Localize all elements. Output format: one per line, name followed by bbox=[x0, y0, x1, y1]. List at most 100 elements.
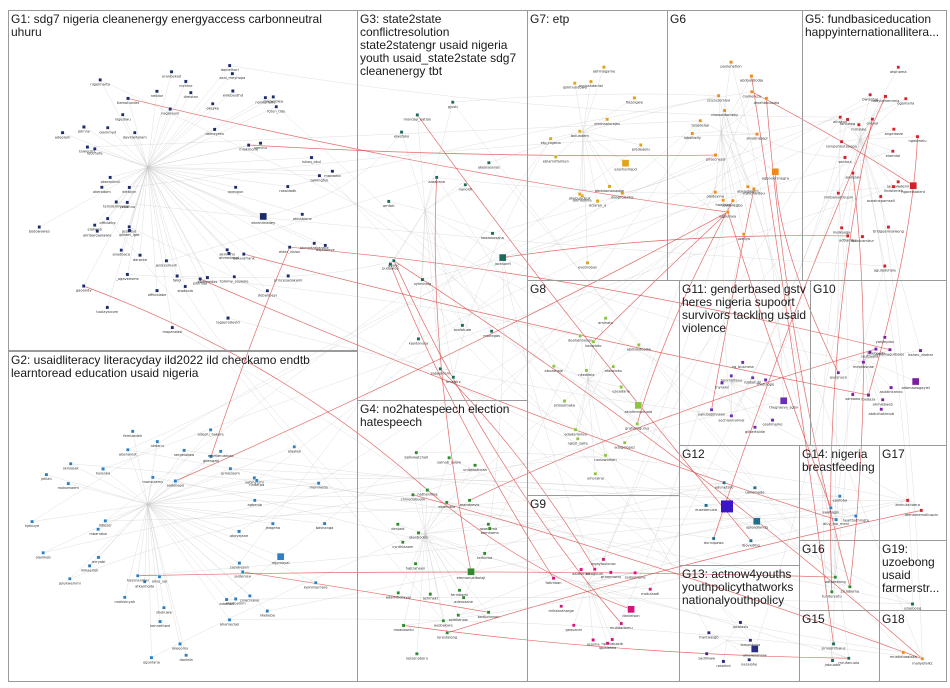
node-kaowloto[interactable]: kaowloto bbox=[585, 339, 601, 348]
node-okebuachuk[interactable]: okebuachuk bbox=[569, 192, 592, 201]
node-erinozoom[interactable]: erinozoom bbox=[221, 466, 240, 475]
node-rossidadk[interactable]: rossidadk bbox=[279, 184, 297, 193]
node-mlakmorie[interactable]: mlakmorie bbox=[239, 143, 259, 152]
node-ebanubia[interactable]: ebanubia bbox=[438, 500, 455, 509]
node-oranbekad[interactable]: oranbekad bbox=[162, 70, 181, 78]
node-eusedenuza[interactable]: eusedenuza bbox=[695, 503, 717, 512]
node-abaladvasm[interactable]: abaladvasm bbox=[737, 184, 759, 193]
node-adamsh[interactable]: adamsh bbox=[219, 597, 234, 606]
node-nkekeba[interactable]: nkekeba bbox=[260, 609, 275, 618]
node-dameyeks[interactable]: dameyeks bbox=[205, 127, 224, 136]
node-nonkeriafie[interactable]: nonkeriafie bbox=[255, 95, 276, 104]
node-matulogo[interactable]: matulogo bbox=[757, 378, 774, 387]
node-jocolasis[interactable]: jocolasis bbox=[732, 620, 748, 629]
node-simoonthaluz[interactable]: simoonthaluz bbox=[821, 642, 846, 650]
node-mokomaem[interactable]: mokomaem bbox=[58, 481, 80, 490]
node-azanha[interactable]: azanha bbox=[587, 638, 600, 647]
node-hassnanmal[interactable]: hassnanmal bbox=[127, 573, 149, 582]
node-danielhorl[interactable]: danielhorl bbox=[221, 63, 239, 72]
node-helenka[interactable]: helenka bbox=[96, 467, 110, 476]
node-yanjeiplan[interactable]: yanjeiplan bbox=[876, 335, 895, 344]
node-aadebayo[interactable]: aadebayo bbox=[167, 479, 185, 488]
node-uploadiandg[interactable]: uploadiandg bbox=[746, 517, 768, 530]
node-ahmiebaeb[interactable]: ahmiebaeb bbox=[873, 398, 894, 406]
hub-node-g12[interactable] bbox=[721, 500, 733, 513]
node-manwebi[interactable]: manwebi bbox=[324, 169, 341, 178]
node-geovanni[interactable]: geovanni bbox=[566, 623, 583, 632]
node-femizadeh[interactable]: femizadeh bbox=[123, 429, 142, 438]
node-zazuhesan[interactable]: zazuhesan bbox=[230, 561, 249, 570]
node-daaprojector[interactable]: daaprojector bbox=[611, 191, 634, 200]
node-muhdadamu[interactable]: muhdadamu bbox=[610, 621, 633, 630]
node-tosadelay[interactable]: tosadelay bbox=[691, 118, 710, 127]
node-fiazoigwe[interactable]: fiazoigwe bbox=[626, 96, 644, 105]
node-zzaakane[interactable]: zzaakane bbox=[428, 175, 446, 184]
node-ahmadzakarane[interactable]: ahmadzakarane bbox=[300, 241, 330, 250]
node-ebafinedas[interactable]: ebafinedas bbox=[198, 275, 218, 284]
node-nigelmarta[interactable]: nigelmarta bbox=[90, 78, 110, 87]
node-otaemlindi[interactable]: otaemlindi bbox=[101, 175, 120, 184]
node-noriowomen[interactable]: noriowomen bbox=[594, 453, 617, 462]
node-bolivwatchall[interactable]: bolivwatchall bbox=[405, 450, 429, 459]
node-emmanuelnao[interactable]: emmanuelnao bbox=[208, 449, 234, 458]
node-nabylamemmia[interactable]: nabylamemmia bbox=[871, 94, 899, 103]
node-abdulodeadw[interactable]: abdulodeadw bbox=[627, 343, 651, 352]
node-adunetsilo[interactable]: adunetsilo bbox=[715, 480, 734, 489]
node-bedijohnson[interactable]: bedijohnson bbox=[478, 610, 500, 619]
node-nimbalsutdrupin[interactable]: nimbalsutdrupin bbox=[824, 191, 853, 200]
node-darocke[interactable]: darocke bbox=[133, 253, 148, 262]
node-danielson[interactable]: danielson bbox=[622, 605, 640, 618]
node-bridgeamsaweng[interactable]: bridgeamsaweng bbox=[873, 225, 904, 234]
node-davidwhyiam[interactable]: davidwhyiam bbox=[123, 130, 147, 139]
node-elomdal[interactable]: elomdal bbox=[886, 149, 900, 158]
node-pudoaloo[interactable]: pudoaloo bbox=[382, 262, 399, 271]
node-unitedafrican[interactable]: unitedafrican bbox=[463, 463, 487, 472]
node-abanaviot[interactable]: abanaviot bbox=[119, 448, 137, 456]
node-samawa[interactable]: samawa bbox=[845, 392, 860, 401]
node-evetirobas[interactable]: evetirobas bbox=[578, 261, 597, 269]
node-ommaolurajes[interactable]: ommaolurajes bbox=[594, 117, 620, 126]
node-ibadaza[interactable]: ibadaza bbox=[861, 393, 875, 402]
node-olanbodos[interactable]: olanbodos bbox=[409, 531, 428, 540]
node-ozeliya[interactable]: ozeliya bbox=[737, 232, 750, 241]
node-bonmolhlau[interactable]: bonmolhlau bbox=[721, 374, 742, 382]
node-aqbonorsnegra[interactable]: aqbonorsnegra bbox=[762, 168, 789, 180]
node-officialabe[interactable]: officialabe bbox=[148, 288, 167, 297]
node-pnacreeve[interactable]: pnacreeve bbox=[240, 594, 260, 603]
node-terkuma[interactable]: terkuma bbox=[477, 551, 492, 560]
node-amehbouladia[interactable]: amehbouladia bbox=[754, 96, 780, 105]
node-tiamotundet[interactable]: tiamotundet bbox=[117, 96, 140, 105]
node-abdouldiodja[interactable]: abdouldiodja bbox=[740, 74, 763, 83]
node-nkdanu[interactable]: nkdanu bbox=[151, 439, 164, 448]
node-elaefoko[interactable]: elaefoko bbox=[394, 130, 409, 139]
node-gjusti[interactable]: gjusti bbox=[448, 100, 458, 109]
node-nkedoalnm[interactable]: nkedoalnm bbox=[226, 597, 246, 606]
node-oladoyina[interactable]: oladoyina bbox=[706, 190, 724, 199]
node-jelukwemmi[interactable]: jelukwemmi bbox=[58, 577, 81, 585]
node-eseadana[interactable]: eseadana bbox=[612, 385, 630, 394]
node-monday_nation[interactable]: monday_nation bbox=[403, 113, 431, 122]
node-asiatinkanno[interactable]: asiatinkanno bbox=[880, 385, 903, 394]
node-yakubajohnson[interactable]: yakubajohnson bbox=[698, 407, 725, 416]
node-alhakun[interactable]: alhakun bbox=[833, 115, 847, 124]
node-zzuabema[interactable]: zzuabema bbox=[841, 585, 859, 593]
node-njabatubi[interactable]: njabatubi bbox=[744, 376, 761, 384]
node-zabaokiem[interactable]: zabaokiem bbox=[431, 367, 451, 375]
node-aamhoma[interactable]: aamhoma bbox=[481, 526, 499, 535]
node-dejadaoye[interactable]: dejadaoye bbox=[316, 243, 336, 252]
node-mozanblea[interactable]: mozanblea bbox=[263, 95, 283, 104]
node-akinfemi[interactable]: akinfemi bbox=[219, 248, 235, 256]
node-ngeomelu[interactable]: ngeomelu bbox=[909, 134, 927, 143]
node-okeeomy[interactable]: okeeomy bbox=[172, 642, 189, 651]
node-emepirz[interactable]: emepirz bbox=[446, 375, 461, 384]
node-abuzohaje[interactable]: abuzohaje bbox=[545, 364, 564, 373]
node-amhukshaera[interactable]: amhukshaera bbox=[895, 498, 920, 507]
node-agoumea[interactable]: agoumea bbox=[719, 210, 736, 219]
node-adamitidrayaj[interactable]: adamitidrayaj bbox=[386, 591, 411, 599]
node-elder_vision[interactable]: elder_vision bbox=[279, 245, 300, 254]
node-aguleduhsla[interactable]: aguleduhsla bbox=[874, 264, 896, 273]
node-uedzaaila[interactable]: uedzaaila bbox=[861, 350, 879, 359]
node-ahameckel[interactable]: ahameckel bbox=[220, 618, 240, 626]
node-sochiannahnel[interactable]: sochiannahnel bbox=[718, 414, 744, 422]
node-mnatofuaalaka[interactable]: mnatofuaalaka bbox=[890, 650, 917, 659]
